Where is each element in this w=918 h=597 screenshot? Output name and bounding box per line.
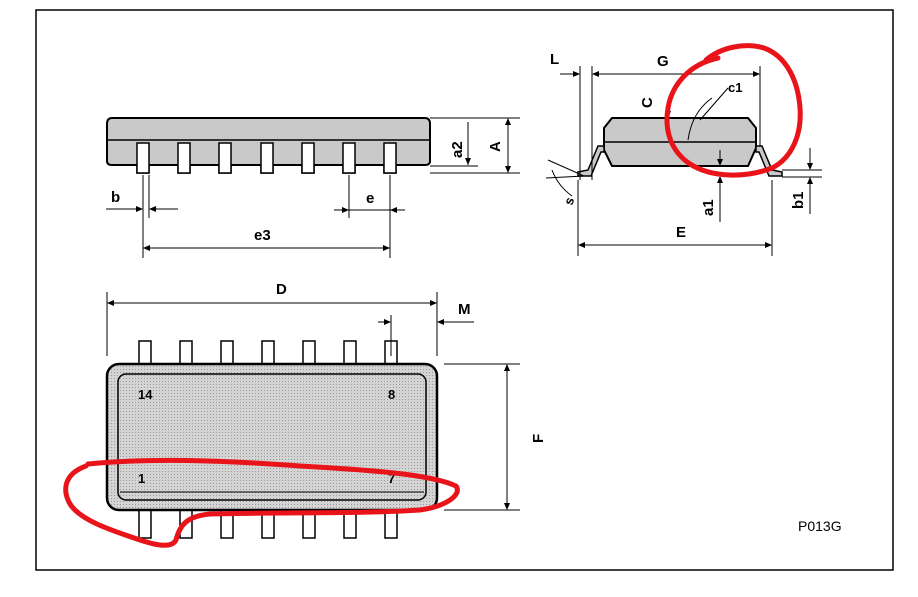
- figure-code: P013G: [798, 518, 842, 534]
- label-b1: b1: [790, 191, 807, 209]
- label-F: F: [530, 434, 547, 443]
- pin-number-7: 7: [388, 471, 395, 486]
- label-E: E: [676, 224, 686, 241]
- pin-number-14: 14: [138, 387, 153, 402]
- red-circle-annotation-side-view: [664, 43, 803, 178]
- top-view-pins-upper: [138, 340, 398, 368]
- pin-number-1: 1: [138, 471, 145, 486]
- front-view: a2 A b e e3: [106, 117, 520, 258]
- label-a2: a2: [449, 141, 466, 158]
- label-L: L: [550, 51, 559, 68]
- label-M: M: [458, 301, 471, 318]
- red-oval-annotation-pin1-row: [63, 457, 460, 548]
- label-D: D: [276, 281, 287, 298]
- label-e3: e3: [254, 227, 271, 244]
- drawing-frame: [35, 9, 894, 571]
- label-e: e: [366, 190, 374, 207]
- side-view: L G C c1 a1 b1 s E: [545, 51, 822, 256]
- top-view: 14 8 1 7 D M F: [105, 281, 547, 539]
- label-c1: c1: [728, 80, 742, 95]
- label-C: C: [639, 97, 656, 108]
- label-G: G: [657, 53, 669, 70]
- label-a1: a1: [700, 199, 717, 216]
- pin-number-8: 8: [388, 387, 395, 402]
- label-s: s: [561, 195, 578, 207]
- label-A: A: [487, 141, 504, 152]
- label-b: b: [111, 189, 120, 206]
- top-view-body: [105, 362, 439, 512]
